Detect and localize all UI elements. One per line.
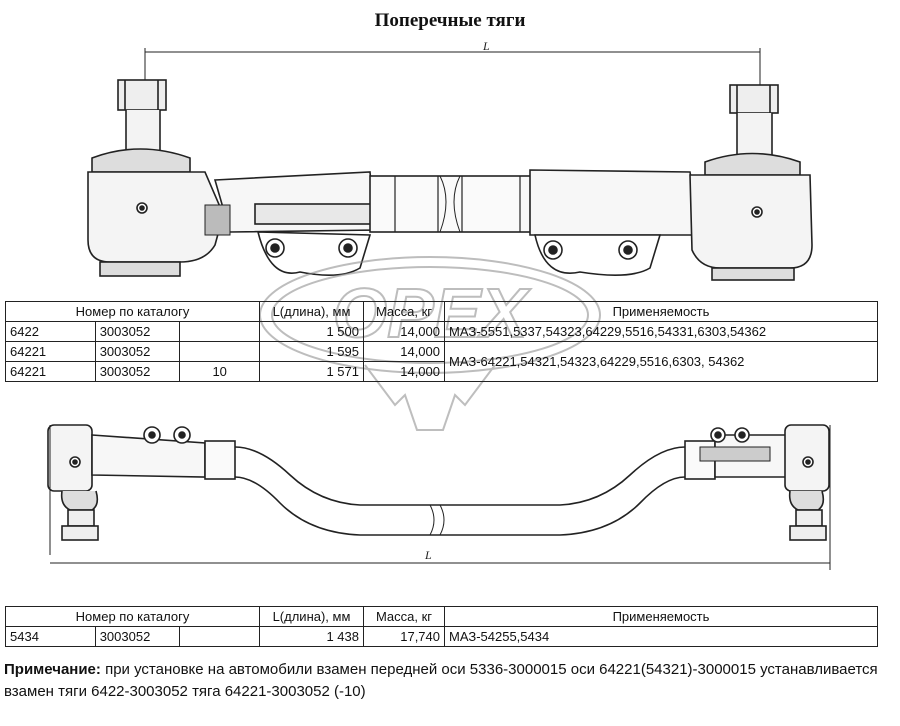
table-header-row: Номер по каталогу L(длина), мм Масса, кг… [5,606,878,627]
header-length: L(длина), мм [259,301,364,322]
note-paragraph: Примечание: при установке на автомобили … [4,659,894,703]
table-header-row: Номер по каталогу L(длина), мм Масса, кг… [5,301,878,322]
page-title: Поперечные тяги [374,10,526,31]
header-length: L(длина), мм [259,606,364,627]
note-text: при установке на автомобили взамен перед… [4,661,878,700]
header-mass: Масса, кг [363,606,445,627]
tie-rod-drawing-bottom: L [0,405,900,595]
table-row: 64221 3003052 10 1 571 14,000 [5,361,878,382]
applicability-cell: МАЗ-5551,5337,54323,64229,5516,54331,630… [444,321,878,342]
applicability-cell: МАЗ-64221,54321,54323,64229,5516,6303, 5… [444,341,878,382]
header-applicability: Применяемость [444,606,878,627]
header-catalog: Номер по каталогу [5,301,260,322]
header-catalog: Номер по каталогу [5,606,260,627]
dimension-label-top: L [482,40,490,53]
tie-rod-drawing-top: L [0,40,900,302]
header-mass: Масса, кг [363,301,445,322]
table-row: 5434 3003052 1 438 17,740 МАЗ-54255,5434 [5,626,878,647]
dimension-label-bottom: L [424,548,432,562]
spec-table-1: Номер по каталогу L(длина), мм Масса, кг… [5,301,878,382]
applicability-cell: МАЗ-54255,5434 [444,626,878,647]
table-row: 6422 3003052 1 500 14,000 МАЗ-5551,5337,… [5,321,878,342]
note-label: Примечание: [4,661,101,678]
table-row: 64221 3003052 1 595 14,000 МАЗ-64221,543… [5,341,878,382]
spec-table-2: Номер по каталогу L(длина), мм Масса, кг… [5,606,878,647]
header-applicability: Применяемость [444,301,878,322]
